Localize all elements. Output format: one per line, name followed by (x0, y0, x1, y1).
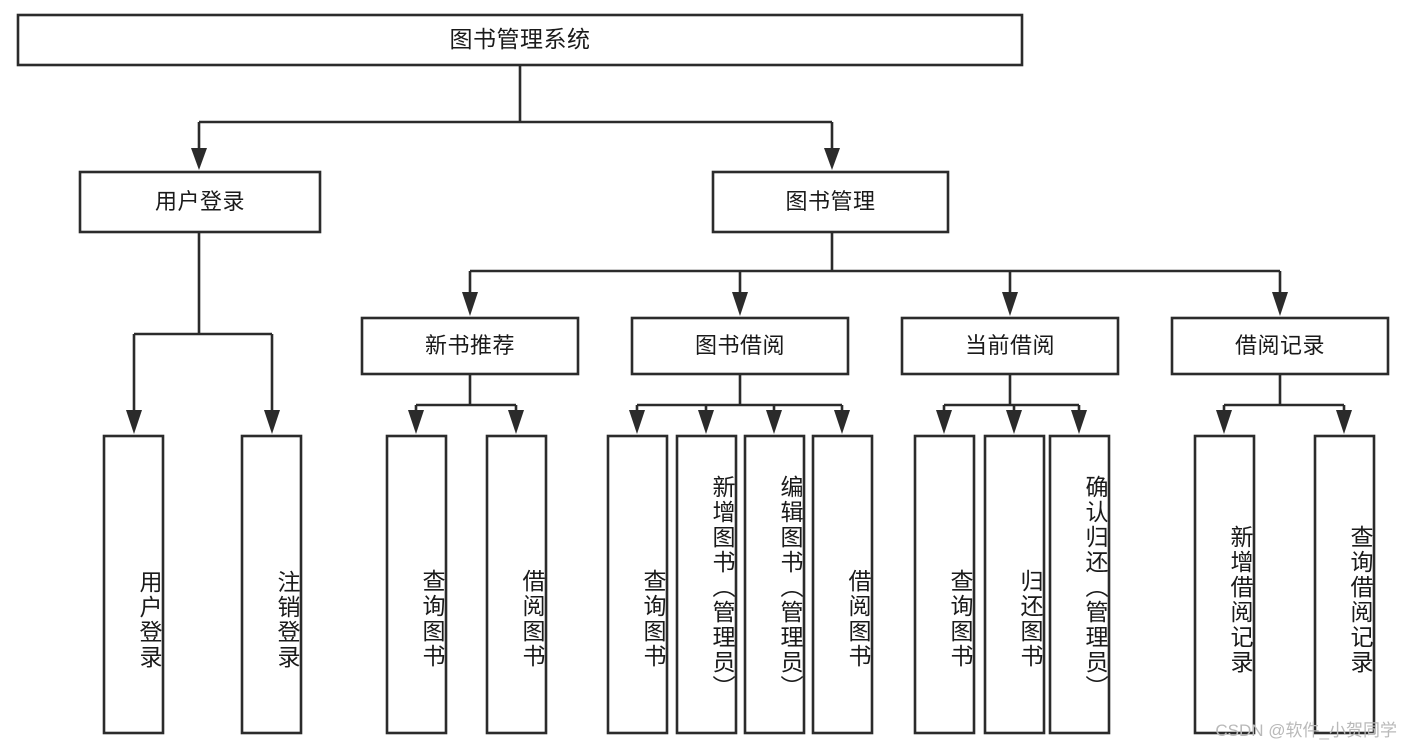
arrow-head-leaf-edit-book (766, 410, 782, 434)
arrow-head-leaf-confirm-return (1071, 410, 1087, 434)
node-box-book-management[interactable] (711, 170, 950, 234)
connector-new-book-recommend-to-leaves (414, 374, 518, 414)
node-box-leaf-query-book-3[interactable] (913, 434, 976, 735)
arrow-head-leaf-add-book (698, 410, 714, 434)
node-box-leaf-confirm-return[interactable] (1048, 434, 1111, 735)
connector-book-borrow-to-leaves (635, 374, 844, 414)
arrow-head-new-book-recommend (462, 292, 478, 316)
node-box-leaf-add-book[interactable] (675, 434, 738, 735)
arrow-head-leaf-query-borrow-record (1336, 410, 1352, 434)
arrow-head-borrow-record (1272, 292, 1288, 316)
node-box-leaf-edit-book[interactable] (743, 434, 806, 735)
arrow-head-leaf-return-book (1006, 410, 1022, 434)
node-box-root[interactable] (16, 13, 1024, 67)
node-box-leaf-query-borrow-record[interactable] (1313, 434, 1376, 735)
arrow-head-user-login (191, 148, 207, 170)
node-box-leaf-borrow-book-2[interactable] (811, 434, 874, 735)
arrow-head-leaf-query-book-3 (936, 410, 952, 434)
node-box-leaf-return-book[interactable] (983, 434, 1046, 735)
arrow-head-current-borrow (1002, 292, 1018, 316)
arrow-head-leaf-borrow-book-1 (508, 410, 524, 434)
connector-book-management-to-level2 (468, 232, 1282, 296)
arrow-head-book-borrow (732, 292, 748, 316)
arrow-head-leaf-borrow-book-2 (834, 410, 850, 434)
csdn-watermark: CSDN @软件_小贺同学 (1215, 721, 1397, 740)
node-box-user-login[interactable] (78, 170, 322, 234)
arrow-head-book-management (824, 148, 840, 170)
node-box-leaf-query-book-2[interactable] (606, 434, 669, 735)
node-box-leaf-user-logout[interactable] (240, 434, 303, 735)
arrow-head-leaf-user-logout (264, 410, 280, 434)
connector-current-borrow-to-leaves (942, 374, 1081, 414)
node-box-leaf-user-login[interactable] (102, 434, 165, 735)
arrow-head-leaf-add-borrow-record (1216, 410, 1232, 434)
node-box-new-book-recommend[interactable] (360, 316, 580, 376)
node-box-book-borrow[interactable] (630, 316, 850, 376)
arrow-head-leaf-user-login (126, 410, 142, 434)
connector-borrow-record-to-leaves (1222, 374, 1346, 414)
node-box-borrow-record[interactable] (1170, 316, 1390, 376)
node-box-leaf-borrow-book-1[interactable] (485, 434, 548, 735)
connector-user-login-to-leaves (132, 232, 274, 414)
node-box-leaf-add-borrow-record[interactable] (1193, 434, 1256, 735)
arrow-head-leaf-query-book-2 (629, 410, 645, 434)
node-box-leaf-query-book-1[interactable] (385, 434, 448, 735)
arrow-head-leaf-query-book-1 (408, 410, 424, 434)
node-box-current-borrow[interactable] (900, 316, 1120, 376)
connector-root-to-level1 (197, 65, 834, 150)
